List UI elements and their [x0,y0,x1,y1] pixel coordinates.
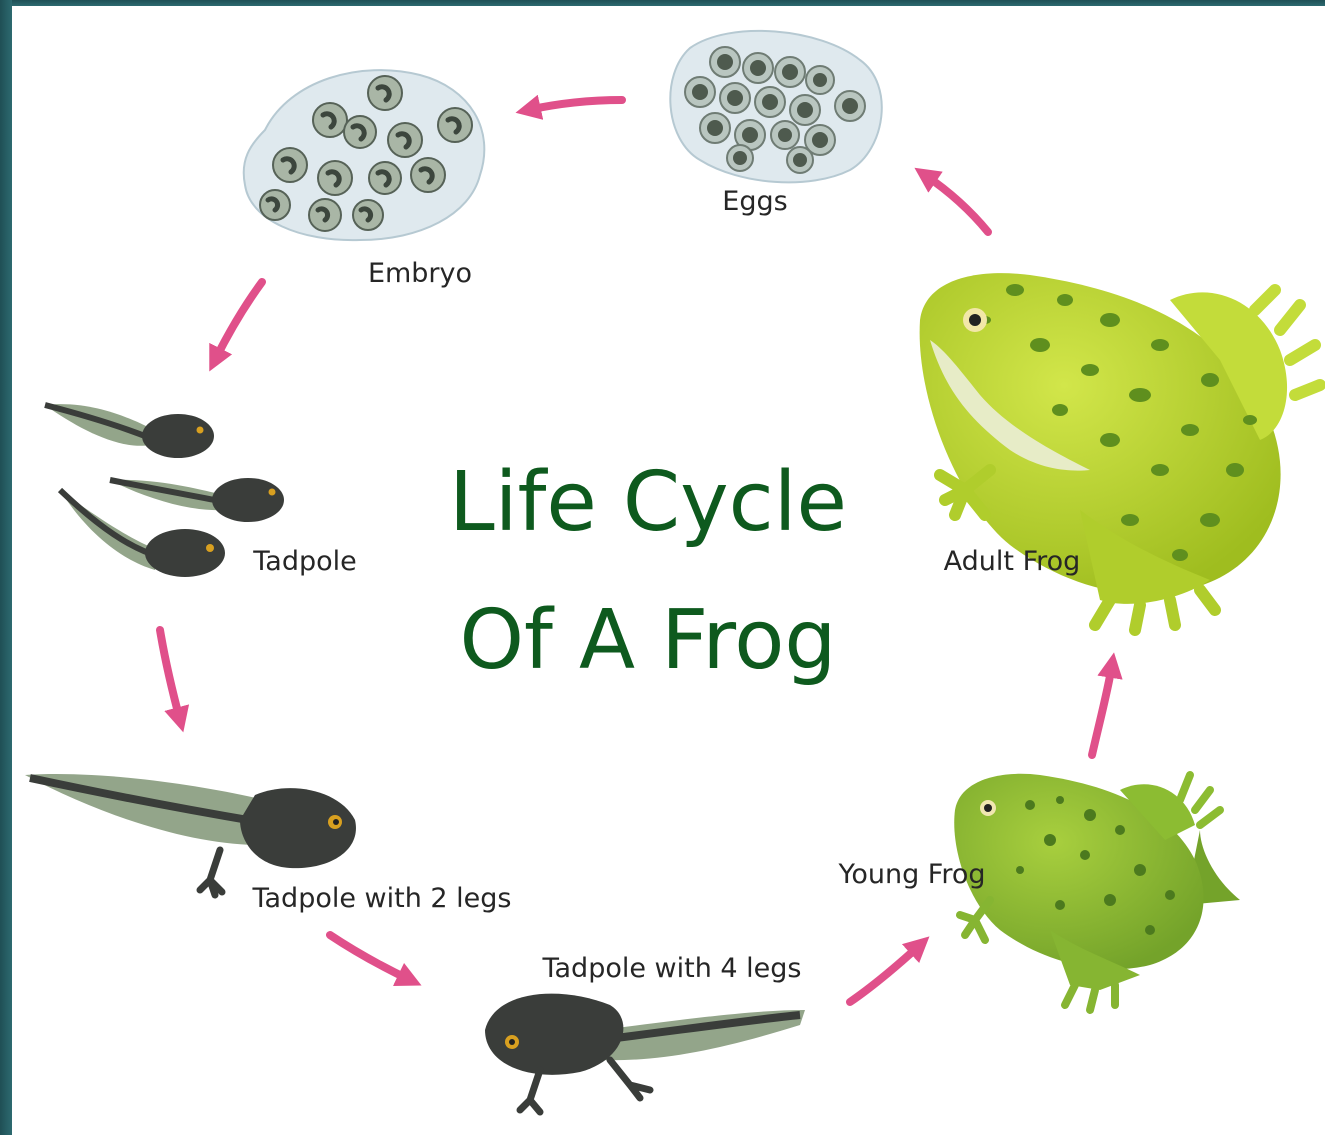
tadpole-2-legs-illustration [25,774,356,895]
label-adult-frog: Adult Frog [944,546,1081,577]
tadpole-illustration [45,404,284,577]
embryo-illustration [244,70,485,240]
tadpole-4-legs-illustration [485,994,805,1112]
young-frog-illustration [954,774,1240,1010]
diagram-title: Life Cycle Of A Frog [449,455,847,688]
title-line-2: Of A Frog [460,593,837,688]
arrow-adult-to-eggs [925,175,988,232]
arrow-tadpole-to-2-legs [160,630,180,720]
arrow-4-legs-to-young [850,945,920,1002]
label-young-frog: Young Frog [837,859,985,890]
arrow-young-to-adult [1092,665,1112,755]
label-tadpole-4-legs: Tadpole with 4 legs [541,953,801,984]
arrow-embryo-to-tadpole [215,282,262,360]
title-line-1: Life Cycle [449,455,847,550]
label-tadpole-2-legs: Tadpole with 2 legs [251,883,511,914]
arrow-eggs-to-embryo [528,100,622,110]
arrow-2-legs-to-4-legs [330,935,410,980]
eggs-illustration [670,31,881,182]
label-tadpole: Tadpole [252,546,356,577]
label-embryo: Embryo [368,258,472,289]
label-eggs: Eggs [722,186,787,217]
